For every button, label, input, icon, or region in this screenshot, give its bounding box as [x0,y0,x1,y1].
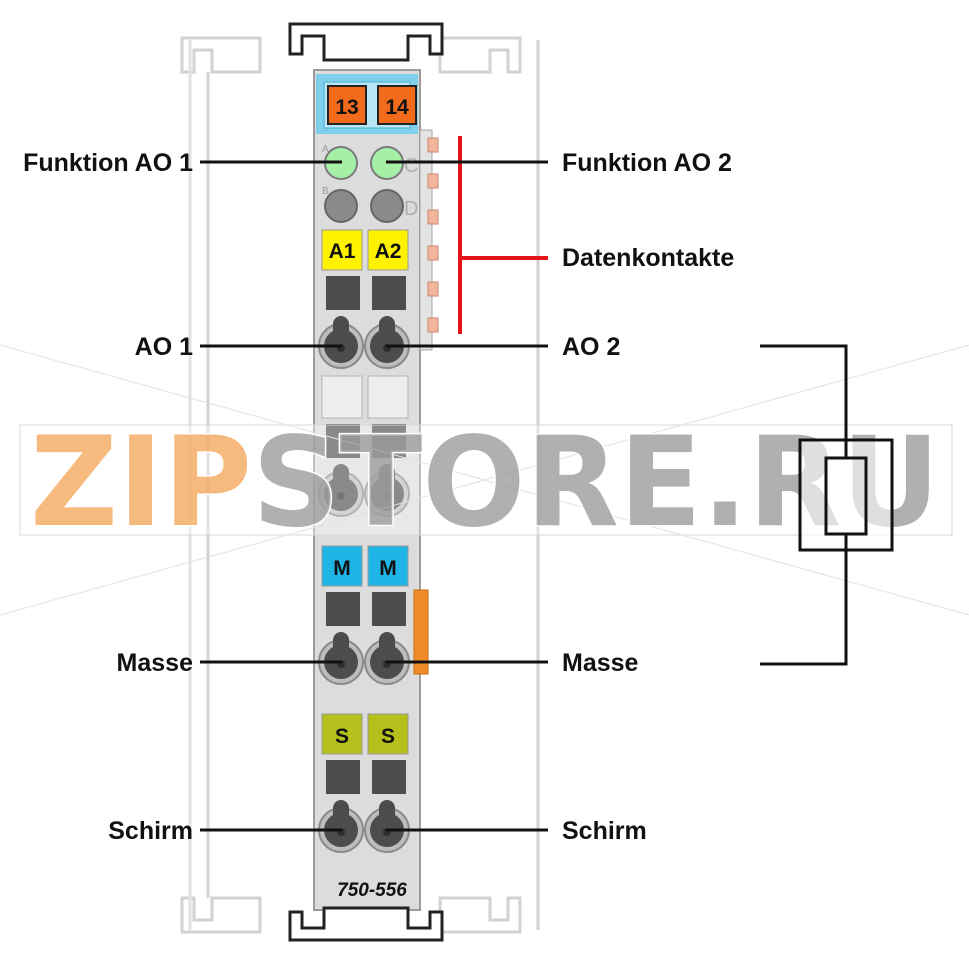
label-shield-left: Schirm [108,817,193,845]
blank-markers [321,375,409,419]
load-wire-top [760,344,848,440]
terminal-13: 13 [327,85,367,125]
contact-pad [427,317,439,333]
spring-clamp-icon[interactable] [364,464,410,517]
data-contact-pads [427,137,439,333]
led-letter-d: D [404,198,418,220]
top-latch [288,22,444,62]
data-contact-bracket [458,136,548,334]
release-slot [372,592,406,626]
badge-m-left: M [321,545,363,587]
spring-clamp-icon[interactable] [318,464,364,517]
blank-marker [321,375,363,419]
badge-a1-label: A1 [329,240,356,263]
badge-m-left-label: M [333,557,351,580]
contact-pad [427,209,439,225]
label-ao2: AO 2 [562,333,620,361]
contact-pad [427,245,439,261]
badge-m-right: M [367,545,409,587]
label-data-contacts: Datenkontakte [562,244,734,272]
badge-a2: A2 [367,229,409,271]
release-slot [372,760,406,794]
led-letter-a: A [322,144,329,155]
badge-s-right-label: S [381,725,395,748]
release-slot [326,592,360,626]
contact-pad [427,173,439,189]
label-ground-left: Masse [117,649,194,677]
label-ground-right: Masse [562,649,639,677]
release-slots [326,276,406,794]
label-ao1: AO 1 [135,333,193,361]
bottom-latch [288,906,444,942]
label-shield-right: Schirm [562,817,647,845]
badge-a2-label: A2 [375,240,402,263]
load-wire-bottom [760,550,848,666]
led-b-icon [324,189,358,223]
badge-a1: A1 [321,229,363,271]
leader-lines [200,160,548,832]
terminal-13-label: 13 [335,96,358,119]
led-letter-c: C [404,155,418,177]
release-slot [326,276,360,310]
watermark-part1: ZIP [30,411,252,555]
terminal-14-label: 14 [385,96,409,119]
release-slot [372,276,406,310]
led-d-icon [370,189,404,223]
badge-s-left-label: S [335,725,349,748]
badge-s-left: S [321,713,363,755]
load-schematic [760,344,894,666]
label-function-ao1: Funktion AO 1 [23,149,193,177]
release-slot [326,760,360,794]
badge-s-right: S [367,713,409,755]
led-letter-b: B [322,186,329,197]
model-number: 750-556 [337,880,407,901]
contact-pad [427,137,439,153]
side-power-contact [413,589,429,675]
blank-marker [367,375,409,419]
terminal-14: 14 [377,85,417,125]
badge-m-right-label: M [379,557,397,580]
label-function-ao2: Funktion AO 2 [562,149,732,177]
release-slot [372,424,406,458]
carrier-rail [180,36,540,934]
contact-pad [427,281,439,297]
